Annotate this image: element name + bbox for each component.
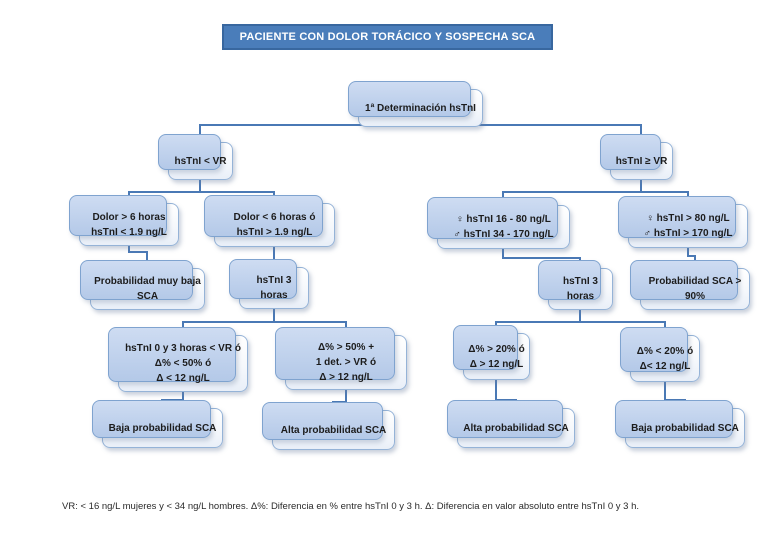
node-high-probability-right: Alta probabilidad SCA bbox=[447, 400, 575, 448]
page-title: PACIENTE CON DOLOR TORÁCICO Y SOSPECHA S… bbox=[222, 24, 553, 50]
node-low-probability-right: Baja probabilidad SCA bbox=[615, 400, 745, 448]
footnote: VR: < 16 ng/L mujeres y < 34 ng/L hombre… bbox=[62, 501, 640, 512]
node-tni-high-range: ♀ hsTnI > 80 ng/L♂ hsTnI > 170 ng/L bbox=[618, 196, 748, 248]
node-tni-above-vr: hsTnI ≥ VR bbox=[600, 134, 673, 180]
node-high-probability-left: Alta probabilidad SCA bbox=[262, 402, 395, 450]
node-tni-below-vr: hsTnI < VR bbox=[158, 134, 233, 180]
node-probability-over-90: Probabilidad SCA >90% bbox=[630, 260, 750, 310]
node-tni-mid-range: ♀ hsTnI 16 - 80 ng/L♂ hsTnI 34 - 170 ng/… bbox=[427, 197, 570, 249]
node-low-probability-left: Baja probabilidad SCA bbox=[92, 400, 223, 448]
node-first-determination: 1ª Determinación hsTnI bbox=[348, 81, 483, 127]
